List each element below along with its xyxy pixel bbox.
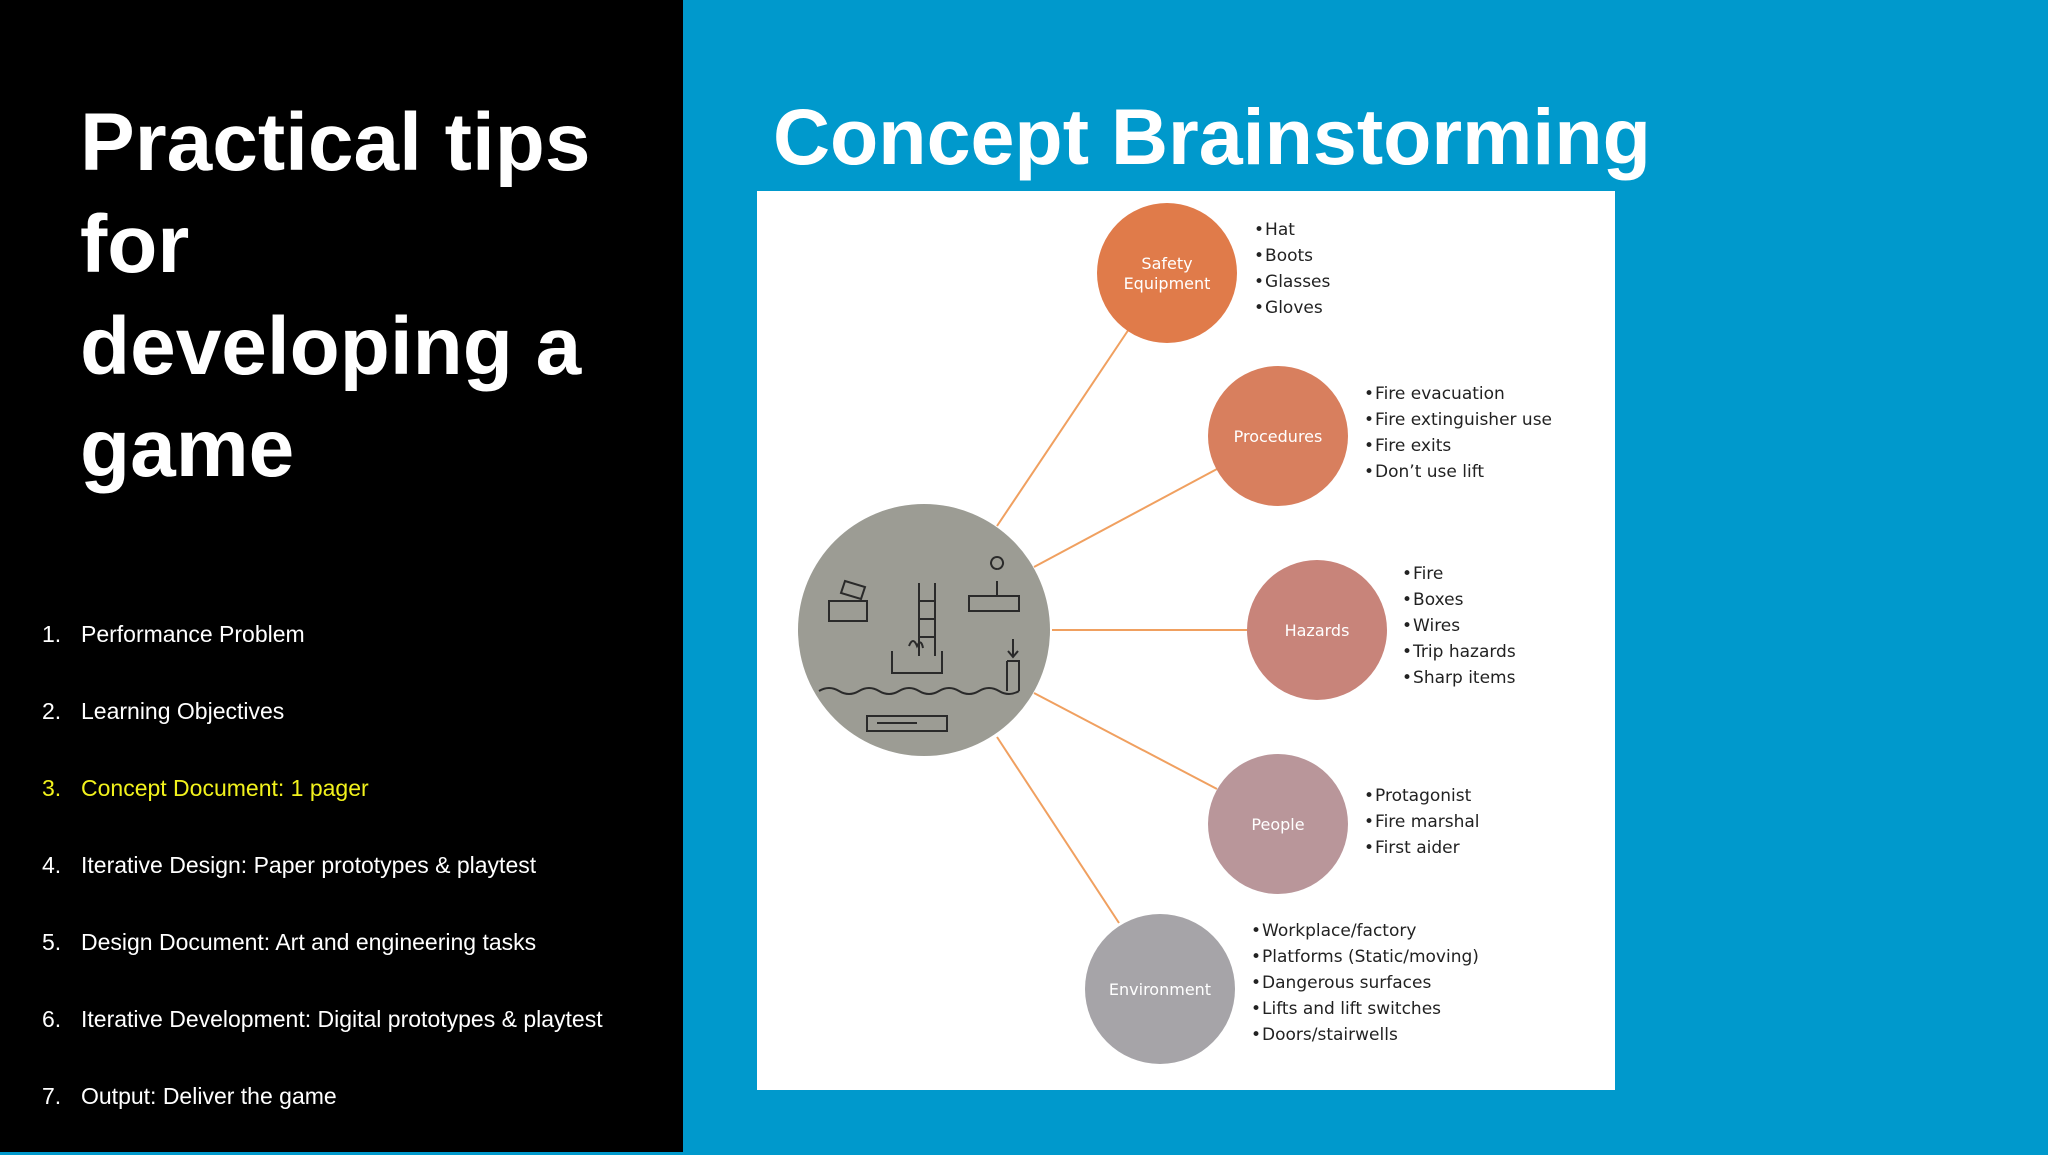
svg-text:Environment: Environment bbox=[1109, 980, 1211, 999]
list-item: Don’t use lift bbox=[1364, 459, 1552, 485]
procedures-list: Fire evacuation Fire extinguisher use Fi… bbox=[1364, 381, 1552, 485]
list-item: Lifts and lift switches bbox=[1251, 996, 1479, 1022]
connector-line bbox=[1033, 692, 1218, 790]
list-item: Fire extinguisher use bbox=[1364, 407, 1552, 433]
safety-equipment-list: Hat Boots Glasses Gloves bbox=[1254, 217, 1330, 321]
list-item: Fire evacuation bbox=[1364, 381, 1552, 407]
list-item: Gloves bbox=[1254, 295, 1330, 321]
people-list: Protagonist Fire marshal First aider bbox=[1364, 783, 1480, 861]
list-item: Protagonist bbox=[1364, 783, 1480, 809]
node-environment: Environment bbox=[1085, 914, 1235, 1064]
node-people: People bbox=[1208, 754, 1348, 894]
list-item: Boots bbox=[1254, 243, 1330, 269]
list-item: First aider bbox=[1364, 835, 1480, 861]
list-item: Fire marshal bbox=[1364, 809, 1479, 835]
connector-line bbox=[1033, 468, 1218, 568]
mindmap-panel: Safety Equipment Procedures Hazards Peop… bbox=[757, 191, 1615, 1090]
list-item: Wires bbox=[1402, 613, 1516, 639]
environment-list: Workplace/factory Platforms (Static/movi… bbox=[1251, 918, 1479, 1048]
node-safety-equipment: Safety Equipment bbox=[1097, 203, 1237, 343]
list-item: Dangerous surfaces bbox=[1251, 970, 1479, 996]
list-item: Fire exits bbox=[1364, 433, 1552, 459]
svg-text:People: People bbox=[1251, 815, 1304, 834]
list-item: Sharp items bbox=[1402, 665, 1516, 691]
sidebar: Practical tips for developing a game 1.P… bbox=[0, 0, 683, 1152]
svg-text:Hazards: Hazards bbox=[1285, 621, 1350, 640]
list-item: Fire bbox=[1402, 561, 1516, 587]
sidebar-title: Practical tips for developing a game bbox=[80, 97, 591, 494]
slide-title: Concept Brainstorming bbox=[773, 92, 1651, 181]
list-item: Boxes bbox=[1402, 587, 1516, 613]
svg-text:Equipment: Equipment bbox=[1124, 274, 1211, 293]
svg-text:Procedures: Procedures bbox=[1234, 427, 1323, 446]
mindmap-diagram: Safety Equipment Procedures Hazards Peop… bbox=[798, 203, 1387, 1064]
node-hazards: Hazards bbox=[1247, 560, 1387, 700]
hazards-list: Fire Boxes Wires Trip hazards Sharp item… bbox=[1402, 561, 1516, 691]
list-item: Workplace/factory bbox=[1251, 918, 1479, 944]
node-procedures: Procedures bbox=[1208, 366, 1348, 506]
list-item: Platforms (Static/moving) bbox=[1251, 944, 1479, 970]
connector-line bbox=[996, 328, 1130, 527]
center-sketch bbox=[798, 504, 1050, 756]
list-item: Glasses bbox=[1254, 269, 1330, 295]
list-item: Trip hazards bbox=[1402, 639, 1516, 665]
svg-text:Safety: Safety bbox=[1141, 254, 1192, 273]
connector-line bbox=[996, 736, 1120, 924]
list-item: Hat bbox=[1254, 217, 1330, 243]
list-item: Doors/stairwells bbox=[1251, 1022, 1479, 1048]
